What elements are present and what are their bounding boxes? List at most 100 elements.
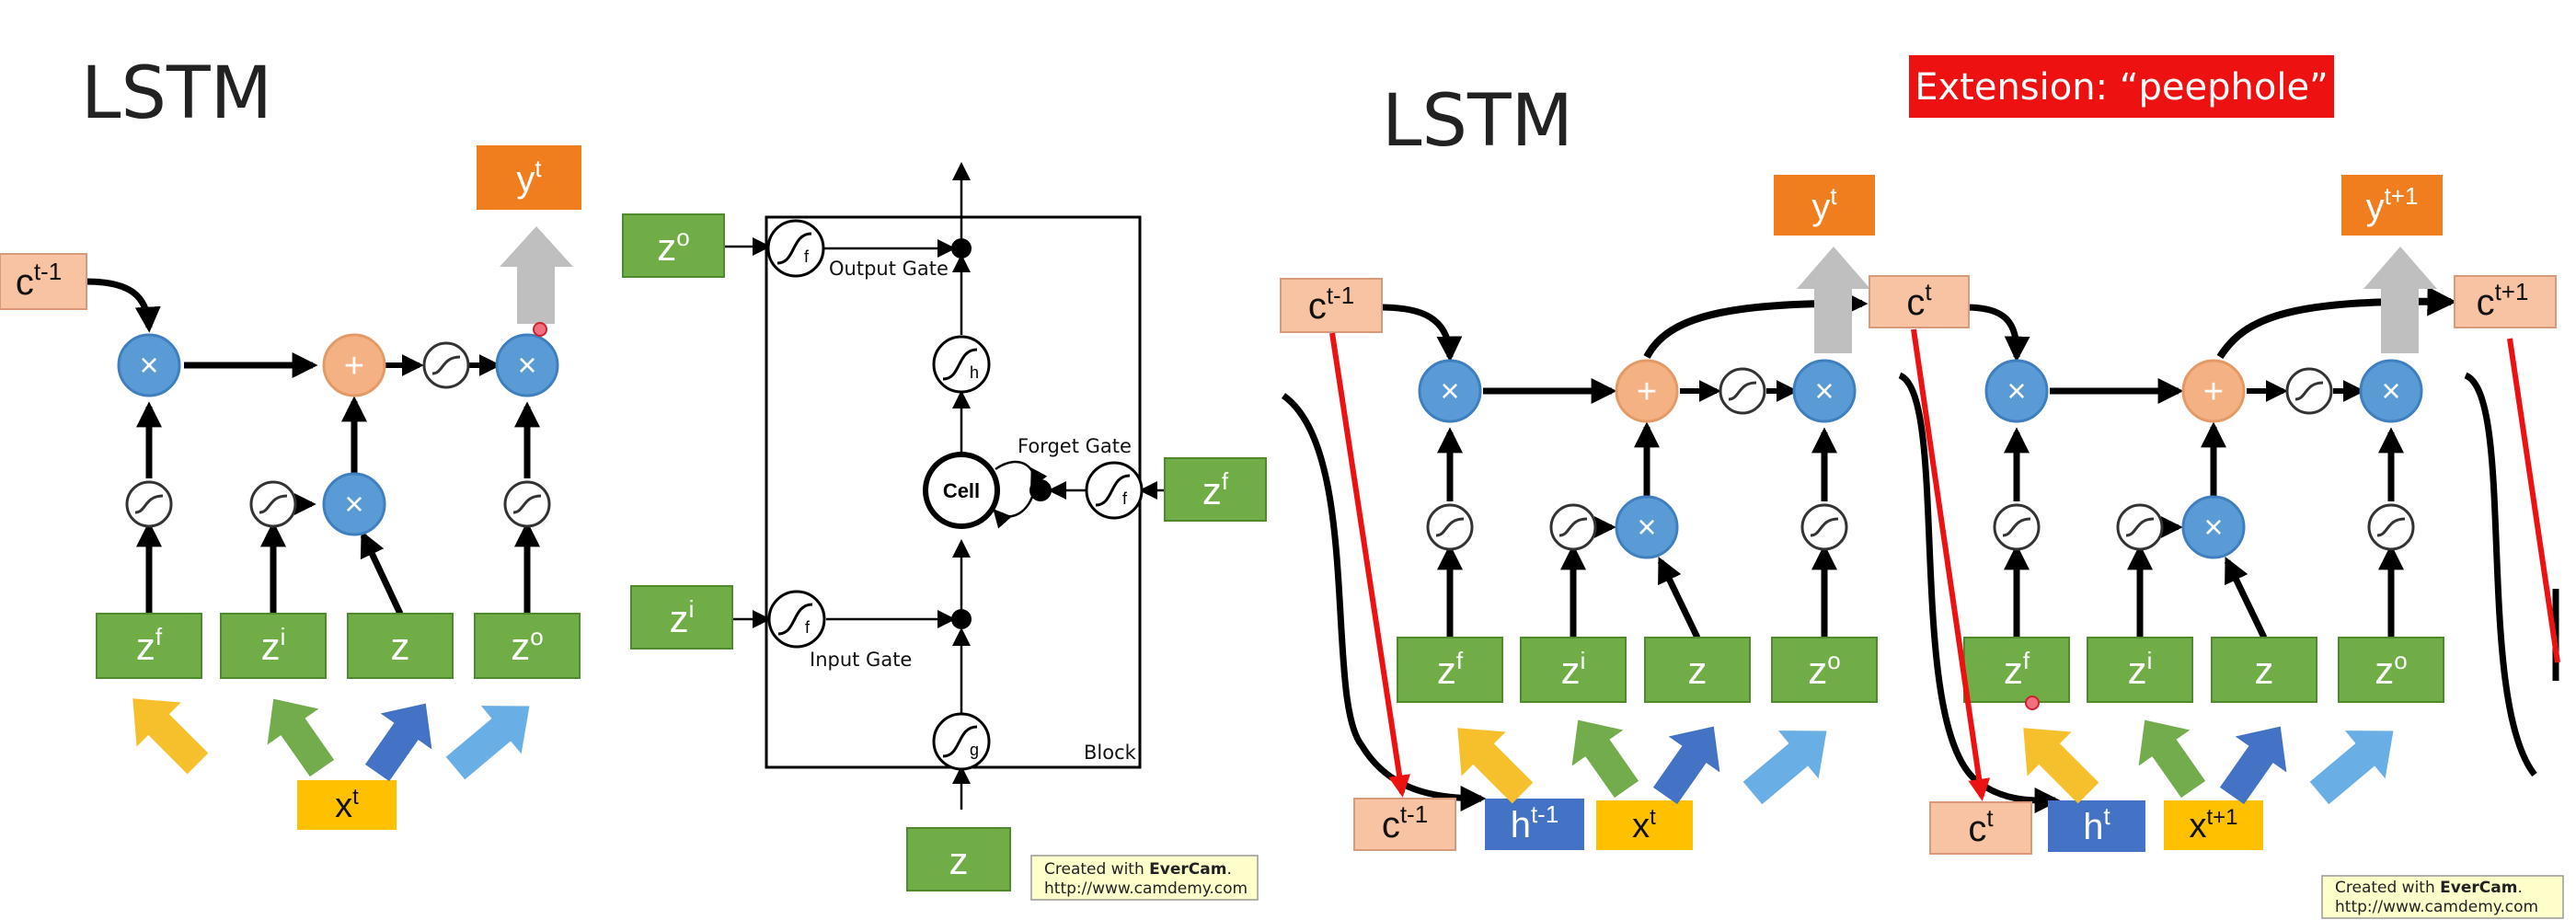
forget-sigmoid-node-1 (1426, 503, 1474, 551)
z-box-1: z (1644, 637, 1751, 703)
svg-text:ct: ct (1906, 278, 1932, 323)
svg-text:z: z (949, 839, 969, 882)
z-box-2: z (2211, 637, 2317, 703)
block-label: Block (1084, 742, 1137, 764)
cursor-dot (533, 322, 547, 337)
c-prev-wire (85, 278, 161, 333)
svg-text:z: z (391, 625, 410, 668)
x-to-zi-arrow (267, 698, 335, 777)
output-gray-arrow-1 (1797, 247, 1870, 353)
svg-text:zf: zf (136, 623, 163, 668)
svg-text:ht: ht (2083, 802, 2110, 847)
output-multiply-node-1: × (1792, 359, 1857, 423)
h-prev-curve-left (1281, 393, 1487, 811)
svg-text:zi: zi (2128, 647, 2153, 692)
x-to-zo-arrow (445, 706, 530, 780)
svg-text:zi: zi (670, 595, 695, 640)
evercam-watermark-right: Created with EverCam. http://www.camdemy… (2321, 875, 2564, 919)
svg-text:yt: yt (1811, 182, 1837, 227)
c-in-wire-2 (1964, 304, 2030, 362)
sum-node-2: + (2181, 359, 2246, 423)
forget-gate-label: Forget Gate (1018, 435, 1132, 457)
block-z-box: z (906, 827, 1011, 891)
svg-text:yt: yt (516, 155, 542, 200)
peephole-line-3 (2507, 338, 2560, 663)
h-curve-right (2464, 372, 2537, 777)
zf-box-2: zf (1963, 637, 2070, 703)
block-zo-box: zo (622, 213, 725, 278)
forget-multiply-node-2: × (1984, 359, 2049, 423)
x-input-box: xt (297, 780, 397, 830)
svg-text:f: f (804, 247, 810, 266)
zo-box-2: zo (2338, 637, 2444, 703)
x-to-zo-arrow-2 (2309, 730, 2394, 805)
c-prev-box: ct-1 (0, 253, 87, 310)
g-activation-node: g (932, 712, 991, 771)
x-to-z-arrow-1 (1652, 726, 1720, 805)
svg-text:zi: zi (261, 623, 286, 668)
svg-text:yt+1: yt+1 (2366, 182, 2419, 227)
y-out-box-2: yt+1 (2341, 175, 2443, 236)
svg-text:×: × (139, 346, 158, 384)
bottom-h-box-1: ht-1 (1485, 799, 1584, 850)
input-f-node: f (767, 590, 826, 649)
bottom-h-box-2: ht (2048, 800, 2145, 852)
block-zf-box: zf (1164, 457, 1267, 522)
z-wire (360, 530, 404, 615)
x-to-zo-arrow-1 (1742, 730, 1827, 805)
c-out-box-1: ct (1869, 275, 1970, 328)
cell-node: Cell (923, 452, 1000, 529)
svg-text:f: f (1122, 489, 1128, 508)
output-multiply-node: × (495, 333, 559, 397)
svg-text:zo: zo (1808, 647, 1840, 692)
svg-text:×: × (1637, 508, 1656, 546)
svg-text:z: z (1688, 649, 1708, 692)
y-out-box-1: yt (1774, 175, 1875, 236)
svg-text:ct-1: ct-1 (1382, 800, 1428, 845)
input-sigmoid-node-1 (1549, 503, 1597, 551)
x-to-zf-arrow-2 (2023, 728, 2099, 804)
svg-text:ht-1: ht-1 (1511, 800, 1559, 845)
cell-self-loop-top (995, 460, 1048, 489)
svg-text:+: + (1637, 373, 1657, 411)
svg-text:×: × (344, 485, 363, 523)
z-wire-2 (2224, 556, 2268, 639)
svg-text:Cell: Cell (943, 479, 980, 502)
svg-text:http://www.camdemy.com: http://www.camdemy.com (1044, 880, 1248, 898)
output-f-node: f (766, 219, 825, 278)
svg-text:xt+1: xt+1 (2189, 805, 2237, 845)
evercam-watermark-center: Created with EverCam. http://www.camdemy… (1030, 855, 1259, 901)
z-box: z (347, 613, 454, 679)
svg-text:zf: zf (1202, 467, 1229, 512)
forget-multiply-node: × (117, 333, 181, 397)
svg-text:+: + (344, 347, 364, 385)
right-slide: LSTM Extension: “peephole” (1280, 55, 2560, 855)
output-gray-arrow-2 (2363, 247, 2437, 353)
svg-text:×: × (517, 346, 536, 384)
zf-box: zf (96, 613, 202, 679)
input-multiply-node-1: × (1615, 495, 1679, 559)
svg-text:Extension: “peephole”: Extension: “peephole” (1915, 66, 2329, 109)
svg-text:zo: zo (657, 224, 689, 269)
h-activation-node: h (932, 335, 991, 394)
block-zi-box: zi (630, 585, 733, 650)
zf-box-1: zf (1397, 637, 1503, 703)
svg-text:http://www.camdemy.com: http://www.camdemy.com (2335, 898, 2538, 916)
c-in-box-1: ct-1 (1280, 278, 1383, 333)
tanh-node (422, 341, 470, 389)
x-to-z-arrow-2 (2219, 726, 2287, 805)
svg-text:xt: xt (1632, 805, 1656, 845)
forget-sigmoid-node-2 (1993, 503, 2041, 551)
svg-text:xt: xt (335, 785, 359, 825)
forget-sigmoid-node (125, 480, 173, 528)
output-gate-dot (951, 238, 972, 259)
bottom-c-box-1: ct-1 (1353, 798, 1456, 851)
peephole-line-1 (1329, 332, 1410, 798)
input-multiply-node: × (322, 472, 386, 536)
x-to-zi-arrow-1 (1571, 719, 1639, 799)
svg-text:×: × (1440, 372, 1459, 409)
forget-multiply-node-1: × (1418, 359, 1482, 423)
bottom-x-box-1: xt (1596, 800, 1693, 850)
tanh-node-2 (2285, 367, 2333, 415)
